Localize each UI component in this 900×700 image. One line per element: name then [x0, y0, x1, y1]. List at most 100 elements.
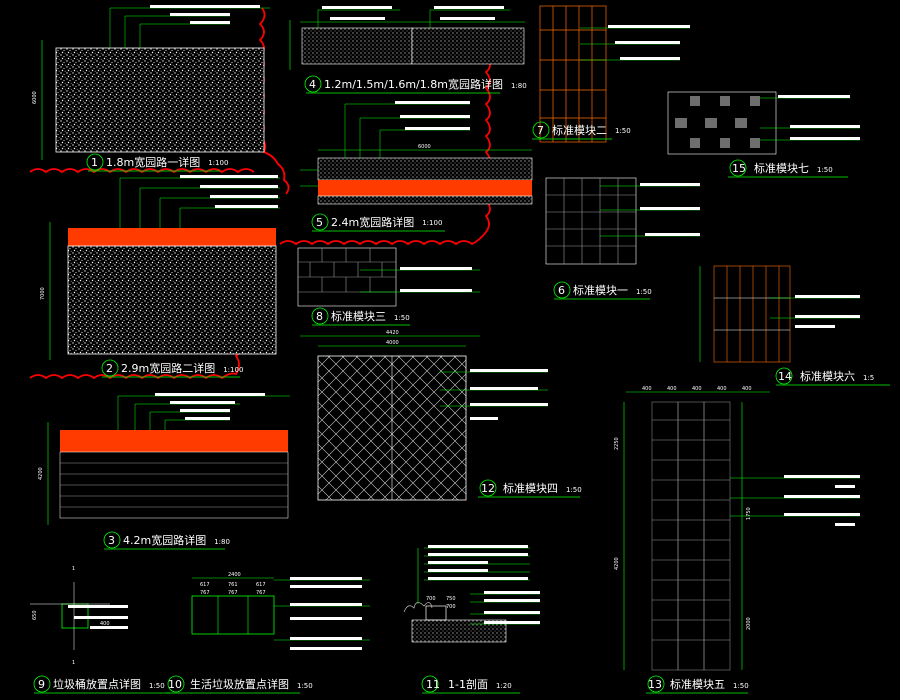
d6-grid: [545, 177, 637, 265]
d9-dim-bottom: 1: [72, 660, 75, 666]
d13-legend-bars: [784, 475, 860, 526]
d1-title: 1.8m宽园路一详图: [106, 155, 200, 169]
d13-dim-left: 2250: [614, 437, 620, 450]
revision-cloud-left: [29, 168, 255, 174]
d9-dim-right: 400: [100, 621, 110, 627]
d2-orange-band: [68, 228, 276, 246]
d15-leaders: [760, 97, 860, 141]
d13-dim-left-low: 4200: [614, 557, 620, 570]
d7-brick-strips: [539, 5, 607, 143]
d12-dim-top: 4420: [386, 330, 399, 336]
d1-callout-circle: [86, 153, 104, 171]
d5-callout-circle: [311, 213, 329, 231]
d11-dim-mid-2: 700: [446, 604, 456, 610]
d7-scale: 1:50: [615, 127, 631, 135]
d1-dim-left: 6000: [32, 91, 38, 104]
d10-dividers: [217, 596, 249, 634]
d11-base-gravel: [411, 619, 507, 643]
d15-tiles: [675, 96, 760, 148]
detail-11-section: 700 750 700 11 1-1剖面 1:20: [403, 545, 540, 694]
d4-surface-right: [411, 27, 525, 65]
detail-3-path: 4200 3 4.2m宽园路详图 1:80: [38, 393, 290, 550]
d3-brick-grid: [59, 451, 289, 519]
d13-strips: [651, 401, 731, 671]
d8-title: 标准模块三: [331, 309, 386, 323]
d9-dim-top: 1: [72, 566, 75, 572]
d2-legend-bars: [180, 175, 278, 208]
d10-outline: [191, 595, 275, 635]
detail-14-module: 14 标准模块六 1:5: [699, 265, 890, 386]
d12-callout-circle: [479, 479, 497, 497]
d12-legend-bars: [470, 369, 548, 420]
svg-text:400: 400: [717, 386, 727, 392]
detail-2-path: 7000 2 2.9m宽园路二详图 1:100: [40, 175, 280, 378]
d1-scale: 1:100: [208, 159, 228, 167]
d9-callout-circle: [33, 675, 51, 693]
d14-strips: [713, 265, 791, 363]
d13-scale: 1:50: [733, 682, 749, 690]
d10-dim-top: 2400: [228, 572, 241, 578]
d10-col-2: 761: [228, 582, 238, 588]
d10-callout-circle: [167, 675, 185, 693]
d4-callout-circle: [304, 75, 322, 93]
d13-title: 标准模块五: [670, 677, 725, 691]
svg-text:400: 400: [742, 386, 752, 392]
d12-dim-top-mid: 4000: [386, 340, 399, 346]
d14-cross-lines: [714, 297, 790, 331]
d11-callout-circle: [421, 675, 439, 693]
d5-fine-band: [317, 157, 533, 181]
d5-base: [317, 195, 533, 205]
d12-scale: 1:50: [566, 486, 582, 494]
d10-col-1: 617: [200, 582, 210, 588]
d9-title: 垃圾桶放置点详图: [53, 677, 141, 691]
d1-number: 1: [91, 156, 98, 169]
d4-scale: 1:80: [511, 82, 527, 90]
d7-callout-circle: [532, 121, 550, 139]
d3-dim-left: 4200: [38, 467, 44, 480]
d14-legend-bars: [795, 295, 860, 328]
d13-callout-circle: [647, 675, 665, 693]
d3-number: 3: [108, 534, 115, 547]
d3-callout-circle: [103, 531, 121, 549]
d8-callout-circle: [311, 307, 329, 325]
detail-8-module: 8 标准模块三 1:50: [297, 247, 480, 326]
d8-legend-bars: [400, 267, 472, 292]
d15-callout-circle: [729, 159, 747, 177]
d13-dim-top: 400 400 400 400 400: [626, 386, 770, 393]
detail-12-module: 4420 4000 12 标准模块四 1:50: [300, 330, 582, 501]
d4-surface-left: [301, 27, 413, 65]
d12-title: 标准模块四: [503, 481, 558, 495]
d6-scale: 1:50: [636, 288, 652, 296]
d11-scale: 1:20: [496, 682, 512, 690]
d4-legend-bars: [322, 6, 504, 20]
d9-dim-left: 650: [32, 610, 38, 620]
d13-dim-right: 1750: [746, 507, 752, 520]
d11-number: 11: [426, 678, 440, 691]
d14-number: 14: [778, 370, 792, 383]
d11-dim-left: 700: [426, 596, 436, 602]
d15-title: 标准模块七: [754, 161, 809, 175]
d11-stone: [425, 605, 447, 621]
detail-10-garbage: 2400 617 761 617 767 767 767 10 生活垃圾放置点详…: [166, 572, 370, 694]
revision-cloud-mid: [279, 27, 491, 246]
d5-title: 2.4m宽园路详图: [331, 215, 414, 229]
d7-title: 标准模块二: [552, 123, 607, 137]
d11-plant: [403, 602, 433, 613]
d8-leaders: [360, 269, 480, 293]
d2-number: 2: [106, 362, 113, 375]
detail-9-bin: 1 650 400 1 9 垃圾桶放置点详图 1:50: [30, 566, 170, 694]
d4-title: 1.2m/1.5m/1.6m/1.8m宽园路详图: [324, 77, 503, 91]
d2-callout-circle: [101, 359, 119, 377]
detail-15-module: 15 标准模块七 1:50: [667, 91, 860, 178]
d4-number: 4: [309, 78, 316, 91]
d5-dim-top: 6000: [418, 144, 431, 150]
d7-legend-bars: [608, 25, 690, 60]
d10-title: 生活垃圾放置点详图: [190, 677, 289, 691]
d10-col2-3: 767: [256, 590, 266, 596]
svg-text:400: 400: [642, 386, 652, 392]
d3-orange-band: [60, 430, 288, 452]
d8-scale: 1:50: [394, 314, 410, 322]
d10-leaders: [274, 579, 370, 641]
detail-7-module: 7 标准模块二 1:50: [532, 5, 690, 143]
